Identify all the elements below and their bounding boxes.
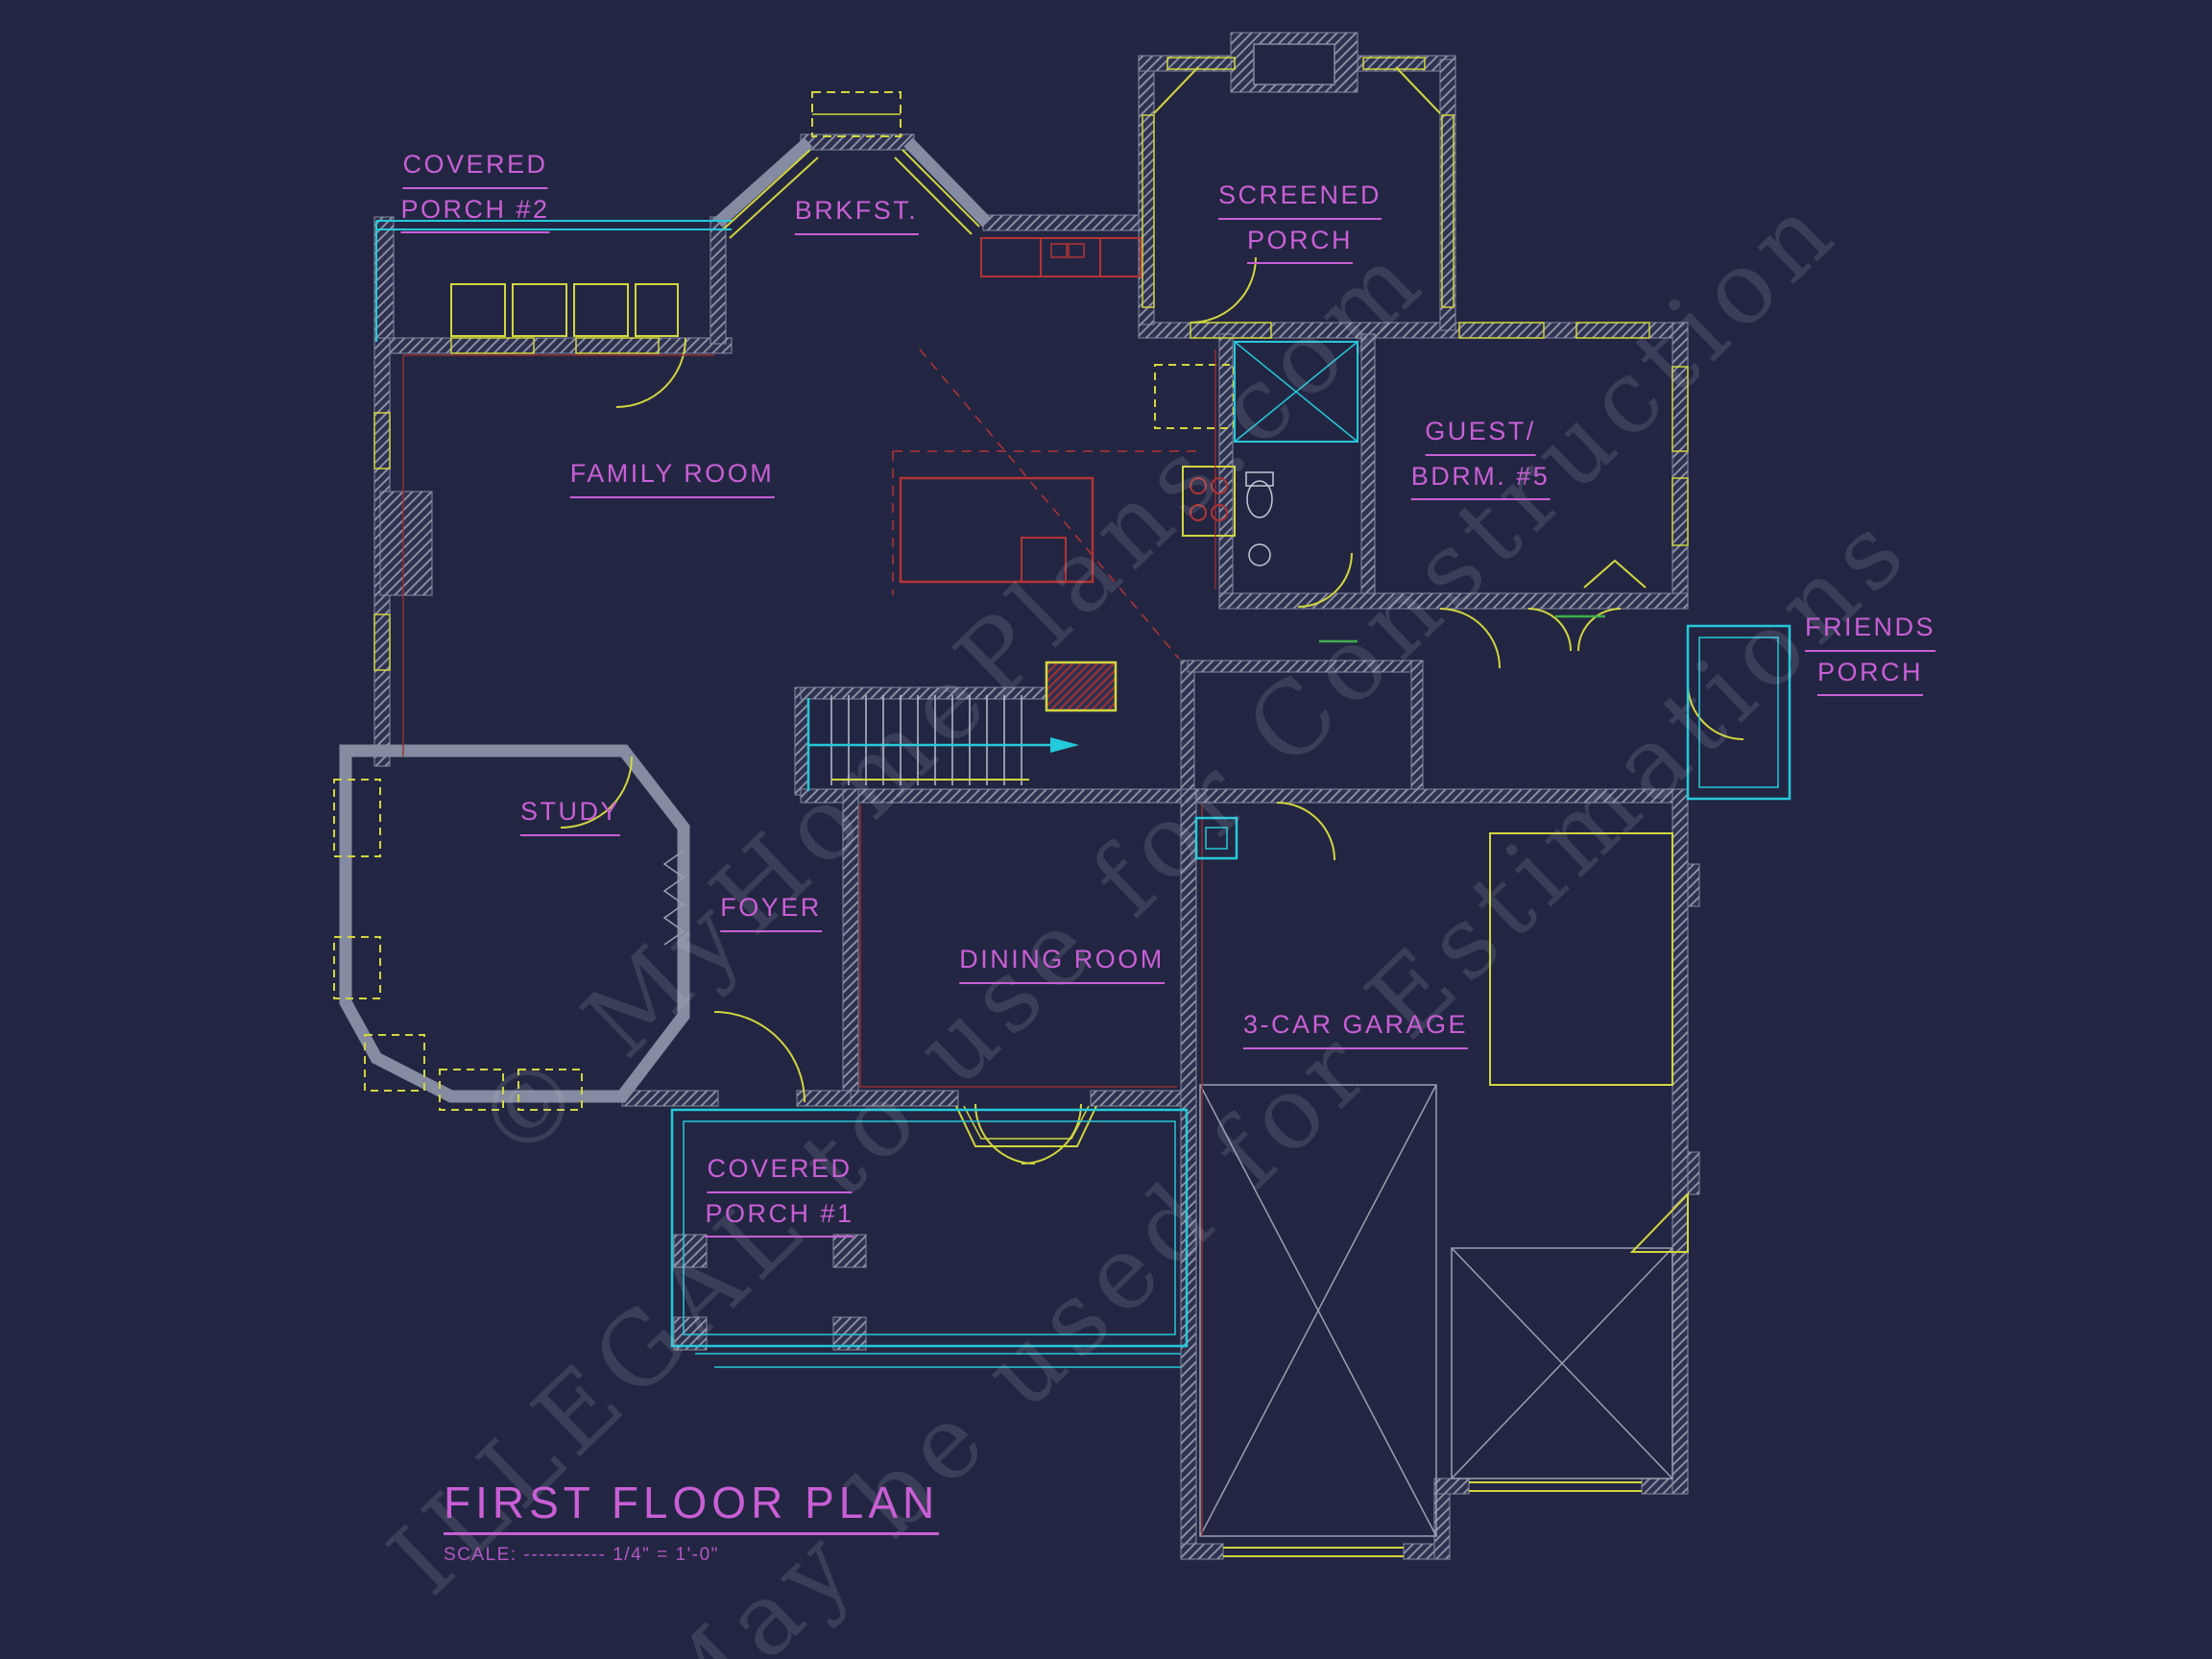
door-family-porch2 [615, 337, 686, 408]
wall-accents-red [402, 349, 1216, 1536]
porch-steps [695, 1353, 1181, 1368]
door-french-right [1021, 1103, 1082, 1165]
room-label-foyer: FOYER [720, 887, 822, 932]
stair-direction-arrow [1050, 737, 1079, 753]
bath-fixtures [1234, 341, 1358, 566]
deck-layer [375, 220, 1791, 1368]
door-closet-2 [1577, 608, 1622, 652]
room-label-screened-porch: SCREENED PORCH [1217, 175, 1382, 265]
study-shelves [662, 850, 685, 946]
friends-porch-deck [1686, 624, 1791, 801]
room-label-guest-bdrm5: GUEST/ BDRM. #5 [1410, 411, 1551, 501]
chimney-flue [1253, 43, 1335, 85]
accents-green [1319, 614, 1605, 643]
garage-braces [1199, 1084, 1673, 1537]
room-label-friends-porch: FRIENDS PORCH [1804, 607, 1936, 697]
sheet-title: FIRST FLOOR PLAN [444, 1477, 940, 1535]
doors-layer [560, 256, 1744, 1165]
room-label-family-room: FAMILY ROOM [569, 453, 775, 498]
door-guest-bdrm [1439, 608, 1501, 669]
sheet-scale: SCALE: ----------- 1/4" = 1'-0" [444, 1545, 719, 1565]
room-label-dining-room: DINING ROOM [959, 939, 1165, 984]
porch-post [832, 1234, 867, 1268]
room-label-brkfst: BRKFST. [794, 190, 919, 235]
walls-stroked [339, 137, 992, 1103]
bath-sink [1248, 543, 1271, 566]
range [1182, 466, 1236, 537]
windows-layer [333, 57, 1689, 1557]
porch-post [673, 1234, 708, 1268]
room-label-garage: 3-CAR GARAGE [1242, 1004, 1469, 1049]
door-french-left [974, 1103, 1036, 1165]
cooktop-burner [1190, 477, 1207, 494]
title-block: FIRST FLOOR PLAN SCALE: ----------- 1/4"… [444, 1477, 940, 1566]
porch-post [832, 1316, 867, 1351]
door-front-entry [713, 1011, 805, 1103]
toilet [1246, 480, 1273, 518]
door-bath [1297, 552, 1353, 608]
porch-post [673, 1316, 708, 1351]
stairs [806, 661, 1118, 791]
kitchen-fixtures [892, 237, 1228, 660]
covered-porch2-edge [375, 220, 732, 342]
room-label-study: STUDY [519, 791, 621, 836]
kitchen-island [899, 476, 1094, 584]
door-garage-entry [1276, 802, 1335, 861]
room-label-covered-porch-2: COVERED PORCH #2 [400, 144, 550, 234]
door-closet-1 [1527, 608, 1572, 652]
garage-utility-box [1194, 816, 1238, 860]
room-label-covered-porch-1: COVERED PORCH #1 [705, 1148, 854, 1238]
door-study [560, 756, 633, 829]
bathtub [1234, 341, 1358, 443]
fireplace [379, 491, 433, 596]
kitchen-sink [1050, 243, 1068, 258]
study-walls [339, 744, 690, 1103]
covered-porch1-deck [670, 1108, 1189, 1348]
garage-storage [1489, 832, 1673, 1086]
door-screened-porch [1190, 256, 1257, 324]
stair-landing-block [1045, 661, 1118, 712]
